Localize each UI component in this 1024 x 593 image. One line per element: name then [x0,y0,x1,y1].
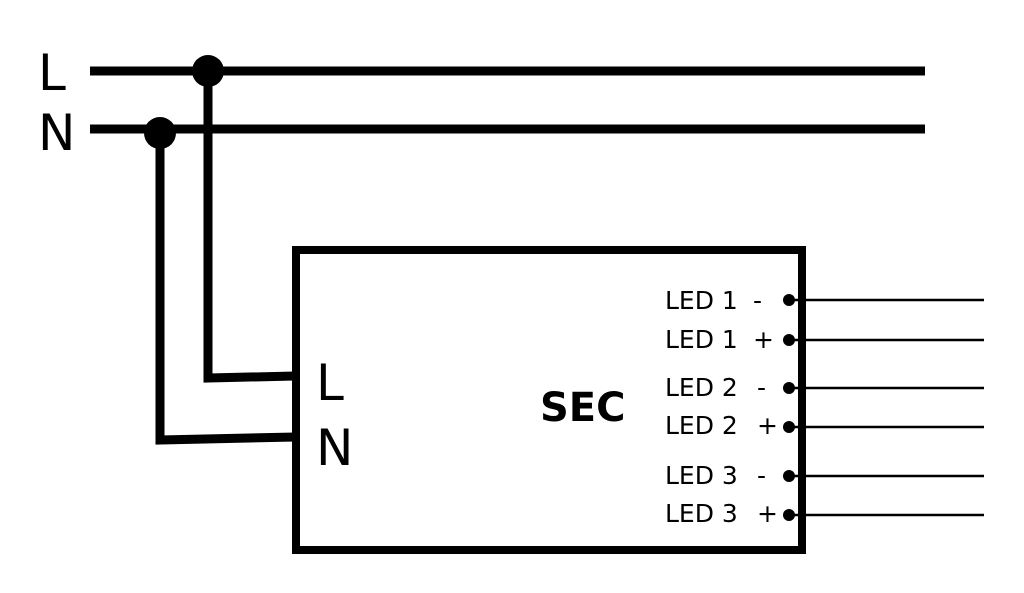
output-channel-label: LED 3 [665,461,738,490]
wire-l-drop [203,71,296,383]
output-polarity-label: + [757,499,778,528]
driver-box [292,246,806,554]
output-polarity-label: + [753,325,774,354]
output-channel-label: LED 3 [665,499,738,528]
driver-input-n-label: N [316,419,353,477]
output-channel-label: LED 1 [665,286,738,315]
output-terminals: LED 1 - LED 1 + LED 2 - LED 2 + LED 3 - [665,286,984,528]
output-led1-minus: LED 1 - [665,286,984,315]
junction-dot-l [192,55,224,87]
mains-n-label: N [38,104,75,162]
output-channel-label: LED 1 [665,325,738,354]
junction-dot-n [144,117,176,149]
wire-n-drop [155,133,296,445]
output-led3-plus: LED 3 + [665,499,984,528]
output-led2-minus: LED 2 - [665,373,984,402]
output-polarity-label: - [757,373,766,402]
output-channel-label: LED 2 [665,411,738,440]
output-led3-minus: LED 3 - [665,461,984,490]
mains-l-label: L [38,44,66,102]
output-led1-plus: LED 1 + [665,325,984,354]
driver-input-l-label: L [316,354,344,412]
output-polarity-label: + [757,411,778,440]
output-led2-plus: LED 2 + [665,411,984,440]
secondary-label: SEC [540,385,626,431]
output-polarity-label: - [757,461,766,490]
output-channel-label: LED 2 [665,373,738,402]
output-polarity-label: - [753,286,762,315]
